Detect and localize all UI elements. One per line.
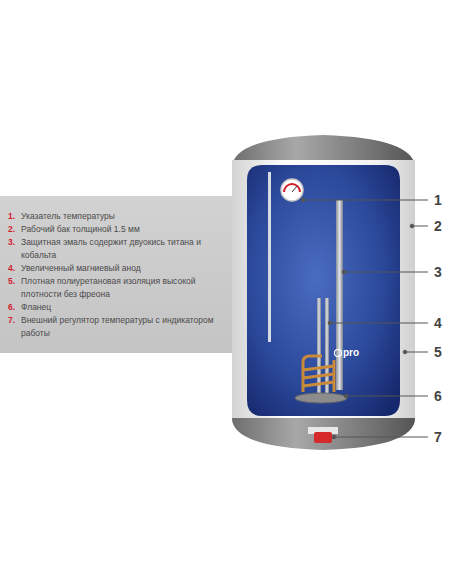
list-item: 1.Указатель температуры — [8, 210, 224, 223]
callout-number: 6 — [434, 388, 442, 404]
item-text: Фланец — [21, 301, 224, 314]
item-number: 7. — [8, 314, 21, 327]
thermometer-needle — [292, 186, 297, 192]
list-item: 4.Увеличенный магниевый анод — [8, 262, 224, 275]
brand-logo: pro — [343, 347, 359, 359]
callout-number: 7 — [434, 429, 442, 445]
blue-tank — [247, 165, 400, 416]
item-number: 4. — [8, 262, 21, 275]
item-text: Указатель температуры — [21, 210, 224, 223]
anode-rod — [336, 200, 343, 390]
flange — [295, 393, 347, 403]
thermometer — [281, 179, 303, 201]
heater-body — [232, 160, 415, 422]
feature-list: 1.Указатель температуры2.Рабочий бак тол… — [0, 196, 228, 353]
leader-lines — [301, 198, 428, 439]
list-item: 5.Плотная полиуретановая изоляция высоко… — [8, 275, 224, 301]
thin-rod — [268, 172, 271, 342]
callout-number: 2 — [434, 218, 442, 234]
callout-number: 4 — [434, 315, 442, 331]
heating-coil — [303, 356, 334, 392]
item-text: Увеличенный магниевый анод — [21, 262, 224, 275]
thermometer-scale — [284, 184, 300, 192]
element-tube — [325, 298, 329, 395]
item-text: Внешний регулятор температуры с индикато… — [21, 314, 224, 340]
callout-number: 1 — [434, 192, 442, 208]
element-tube — [317, 298, 321, 395]
item-number: 2. — [8, 223, 21, 236]
logo-icon — [335, 350, 342, 357]
callout-number: 5 — [434, 344, 442, 360]
list-item: 7.Внешний регулятор температуры с индика… — [8, 314, 224, 340]
list-item: 6.Фланец — [8, 301, 224, 314]
item-number: 3. — [8, 236, 21, 249]
item-text: Защитная эмаль содержит двуокись титана … — [21, 236, 224, 262]
item-number: 5. — [8, 275, 21, 288]
item-number: 1. — [8, 210, 21, 223]
item-text: Рабочий бак толщиной 1.5 мм — [21, 223, 224, 236]
list-item: 2.Рабочий бак толщиной 1.5 мм — [8, 223, 224, 236]
temperature-regulator — [314, 432, 332, 443]
list-item: 3.Защитная эмаль содержит двуокись титан… — [8, 236, 224, 262]
callout-number: 3 — [434, 264, 442, 280]
grey-band — [0, 196, 240, 353]
item-number: 6. — [8, 301, 21, 314]
bottom-cap — [232, 418, 415, 450]
item-text: Плотная полиуретановая изоляция высокой … — [21, 275, 224, 301]
